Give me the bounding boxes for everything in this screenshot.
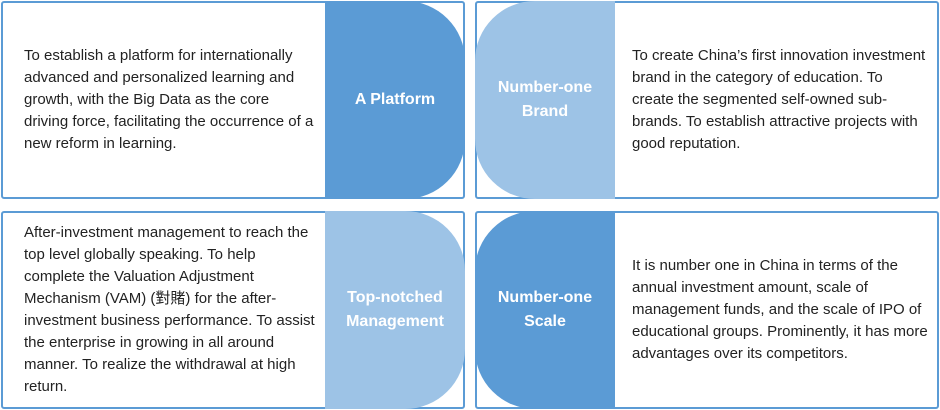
- brand-description-text: To create China’s first innovation inves…: [632, 47, 926, 152]
- management-title: Top-notched Management: [325, 211, 465, 409]
- management-description-text: After-investment management to reach the…: [24, 224, 315, 395]
- scale-description-text: It is number one in China in terms of th…: [632, 257, 928, 362]
- management-description: After-investment management to reach the…: [24, 211, 316, 409]
- scale-title: Number-one Scale: [475, 211, 615, 409]
- platform-title: A Platform: [325, 1, 465, 199]
- platform-description: To establish a platform for internationa…: [24, 1, 314, 199]
- brand-title: Number-one Brand: [475, 1, 615, 199]
- platform-description-text: To establish a platform for internationa…: [24, 47, 314, 152]
- brand-description: To create China’s first innovation inves…: [632, 1, 928, 199]
- scale-description: It is number one in China in terms of th…: [632, 211, 928, 409]
